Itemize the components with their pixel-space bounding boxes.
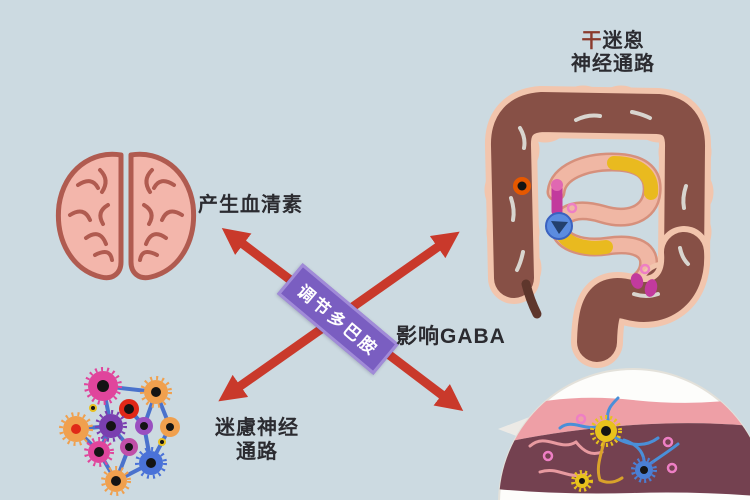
vagus-pathway-label-bottom: 迷慮神经 通路 xyxy=(196,416,318,464)
vagus-top-line1-rest: 迷恖 xyxy=(602,30,645,52)
neuron-network-icon xyxy=(59,367,180,496)
vagus-top-line2: 神经通路 xyxy=(571,53,655,75)
serotonin-label: 产生血清素 xyxy=(198,194,303,216)
gut-wall-magnifier-icon xyxy=(498,368,750,500)
vagus-top-line1-red: 干 xyxy=(581,30,603,52)
intestine-icon xyxy=(484,85,714,368)
vagus-pathway-label-top: 干迷恖 神经通路 xyxy=(538,30,688,76)
vagus-bottom-line2: 通路 xyxy=(236,441,278,463)
brain-icon xyxy=(55,151,197,281)
vagus-bottom-line1: 迷慮神经 xyxy=(215,417,299,439)
gaba-label: 影响GABA xyxy=(396,325,506,348)
